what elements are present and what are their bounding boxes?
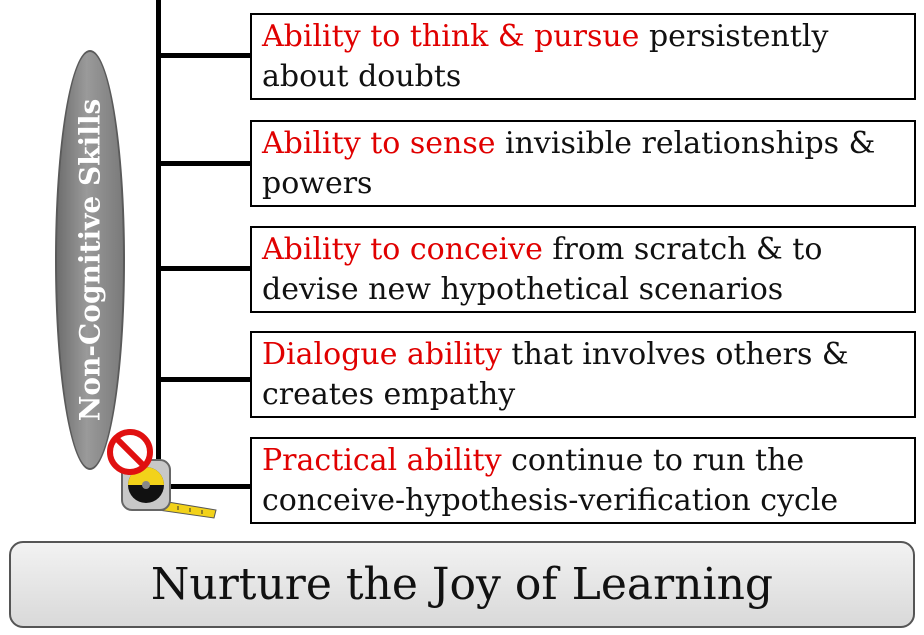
category-oval bbox=[55, 50, 125, 470]
skill-box-4: Dialogue ability that involves others & … bbox=[250, 331, 916, 418]
skill-highlight: Ability to think & pursue bbox=[262, 19, 640, 54]
connector-branch-2 bbox=[156, 161, 252, 166]
connector-branch-4 bbox=[156, 377, 252, 382]
connector-branch-3 bbox=[156, 266, 252, 271]
skill-text: persistently about doubts bbox=[262, 19, 829, 94]
skill-box-1: Ability to think & pursue persistently a… bbox=[250, 13, 916, 100]
skill-text: that involves others & creates empathy bbox=[262, 337, 849, 412]
tape-measure-icon bbox=[121, 459, 217, 519]
skill-text: from scratch & to devise new hypothetica… bbox=[262, 232, 823, 307]
skill-highlight: Dialogue ability bbox=[262, 337, 502, 372]
footer-banner: Nurture the Joy of Learning bbox=[9, 541, 915, 628]
skill-text: invisible relationships & powers bbox=[262, 126, 876, 201]
category-label: Non-Cognitive Skills bbox=[73, 98, 107, 422]
skill-highlight: Practical ability bbox=[262, 443, 502, 478]
skill-box-3: Ability to conceive from scratch & to de… bbox=[250, 226, 916, 313]
no-sign-icon bbox=[107, 429, 153, 475]
skill-highlight: Ability to conceive bbox=[262, 232, 543, 267]
skill-highlight: Ability to sense bbox=[262, 126, 496, 161]
skill-box-2: Ability to sense invisible relationships… bbox=[250, 120, 916, 207]
footer-text: Nurture the Joy of Learning bbox=[150, 559, 774, 610]
connector-branch-5 bbox=[156, 484, 252, 489]
measurement-illustration bbox=[107, 429, 217, 519]
skill-text: continue to run the conceive-hypothesis-… bbox=[262, 443, 839, 518]
connector-trunk bbox=[156, 0, 161, 510]
connector-branch-1 bbox=[156, 53, 252, 58]
skill-box-5: Practical ability continue to run the co… bbox=[250, 437, 916, 524]
